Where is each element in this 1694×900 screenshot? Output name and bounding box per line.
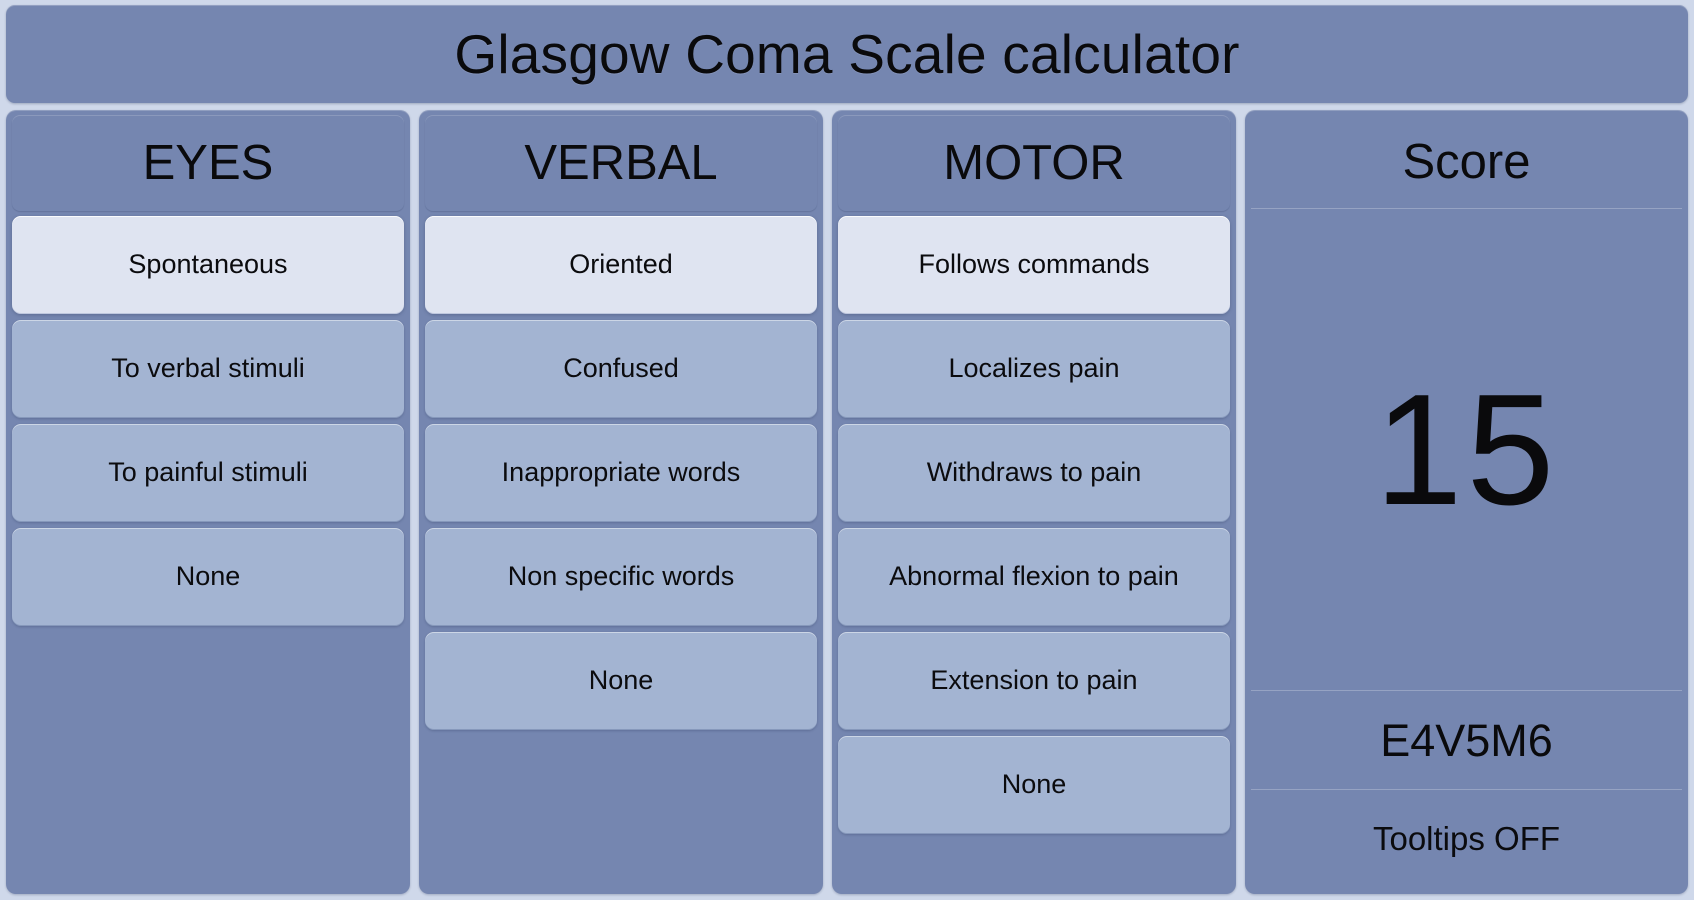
tooltips-toggle-button[interactable]: Tooltips OFF (1251, 790, 1682, 886)
option-eyes-3[interactable]: None (12, 528, 404, 626)
option-label: Oriented (569, 249, 673, 280)
option-verbal-1[interactable]: Confused (425, 320, 817, 418)
score-panel: Score 15 E4V5M6 Tooltips OFF (1245, 110, 1688, 894)
option-label: None (1001, 769, 1067, 800)
option-label: Non specific words (507, 561, 735, 592)
option-motor-4[interactable]: Extension to pain (838, 632, 1230, 730)
app-title-bar: Glasgow Coma Scale calculator (6, 5, 1688, 103)
score-panel-header: Score (1251, 116, 1682, 209)
column-header-eyes: EYES (12, 115, 404, 211)
option-eyes-2[interactable]: To painful stimuli (12, 424, 404, 522)
option-label: Abnormal flexion to pain (889, 561, 1179, 592)
tooltips-toggle-label: Tooltips OFF (1372, 819, 1561, 857)
option-label: Extension to pain (930, 665, 1138, 696)
option-verbal-3[interactable]: Non specific words (425, 528, 817, 626)
option-motor-2[interactable]: Withdraws to pain (838, 424, 1230, 522)
option-label: Spontaneous (128, 249, 288, 280)
score-breakdown-container: E4V5M6 (1251, 691, 1682, 790)
option-label: To verbal stimuli (111, 353, 305, 384)
score-total-value: 15 (1374, 361, 1559, 538)
option-motor-5[interactable]: None (838, 736, 1230, 834)
column-header-verbal: VERBAL (425, 115, 817, 211)
option-label: Confused (563, 353, 679, 384)
option-label: Withdraws to pain (926, 457, 1142, 488)
option-eyes-0[interactable]: Spontaneous (12, 216, 404, 314)
option-verbal-2[interactable]: Inappropriate words (425, 424, 817, 522)
option-label: None (175, 561, 241, 592)
option-label: None (588, 665, 654, 696)
option-eyes-1[interactable]: To verbal stimuli (12, 320, 404, 418)
option-verbal-4[interactable]: None (425, 632, 817, 730)
column-header-label: VERBAL (524, 135, 718, 190)
option-motor-3[interactable]: Abnormal flexion to pain (838, 528, 1230, 626)
option-list-spacer-verbal (425, 736, 817, 888)
scale-columns-board: EYES Spontaneous To verbal stimuli To painf… (6, 110, 1688, 894)
score-header-label: Score (1402, 134, 1531, 189)
option-list-eyes: Spontaneous To verbal stimuli To painful s… (12, 216, 404, 888)
option-label: Inappropriate words (501, 457, 741, 488)
score-total-container: 15 (1251, 209, 1682, 691)
option-verbal-0[interactable]: Oriented (425, 216, 817, 314)
option-label: Localizes pain (948, 353, 1120, 384)
page-title: Glasgow Coma Scale calculator (454, 22, 1240, 85)
scale-column-eyes: EYES Spontaneous To verbal stimuli To painf… (6, 110, 410, 894)
column-header-label: EYES (142, 135, 274, 190)
option-label: To painful stimuli (108, 457, 308, 488)
score-breakdown-value: E4V5M6 (1380, 714, 1553, 766)
option-label: Follows commands (918, 249, 1150, 280)
option-list-spacer-eyes (12, 632, 404, 888)
option-motor-1[interactable]: Localizes pain (838, 320, 1230, 418)
option-motor-0[interactable]: Follows commands (838, 216, 1230, 314)
column-header-label: MOTOR (943, 135, 1125, 190)
column-header-motor: MOTOR (838, 115, 1230, 211)
